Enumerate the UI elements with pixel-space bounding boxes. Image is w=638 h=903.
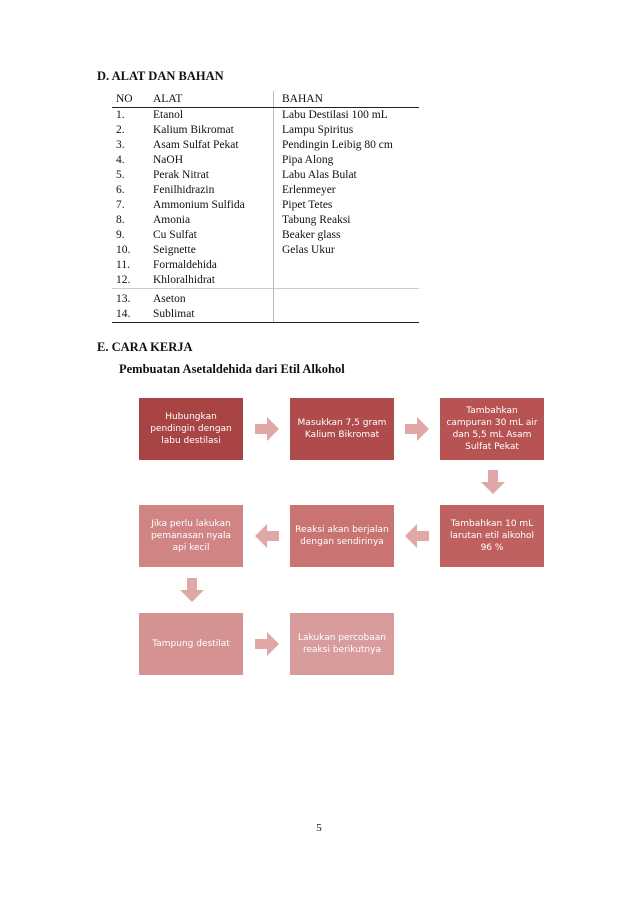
cell-alat: Perak Nitrat — [153, 168, 274, 183]
cell-bahan: Beaker glass — [282, 229, 341, 241]
header-bahan: BAHAN — [273, 91, 419, 108]
arrow-right-icon — [255, 632, 279, 656]
cell-alat: Kalium Bikromat — [153, 123, 274, 138]
cell-alat: Fenilhidrazin — [153, 183, 274, 198]
cell-bahan — [274, 258, 420, 273]
cell-bahan — [274, 273, 420, 289]
flow-step-7: Tampung destilat — [139, 613, 243, 675]
cell-alat: Cu Sulfat — [153, 228, 274, 243]
arrow-left-icon — [255, 524, 279, 548]
cell-no: 9. — [116, 229, 125, 241]
cell-alat: Khloralhidrat — [153, 273, 274, 289]
cell-alat: Seignette — [153, 243, 274, 258]
arrow-left-icon — [405, 524, 429, 548]
cell-no: 1. — [116, 109, 125, 121]
table-row: 9. Cu Sulfat Beaker glass — [112, 228, 419, 243]
cell-bahan: Tabung Reaksi — [282, 214, 351, 226]
cell-bahan: Labu Destilasi 100 mL — [282, 109, 388, 121]
table-row: 6. Fenilhidrazin Erlenmeyer — [112, 183, 419, 198]
cell-alat: Asam Sulfat Pekat — [153, 138, 274, 153]
arrow-right-icon — [405, 417, 429, 441]
flow-step-2: Masukkan 7,5 gram Kalium Bikromat — [290, 398, 394, 460]
cell-no: 7. — [116, 199, 125, 211]
table-row: 12. Khloralhidrat — [112, 273, 419, 289]
cell-no: 10. — [116, 244, 131, 256]
cell-no: 3. — [116, 139, 125, 151]
cell-no: 5. — [116, 169, 125, 181]
flow-step-8: Lakukan percobaan reaksi berikutnya — [290, 613, 394, 675]
table-header-row: NO ALAT BAHAN — [112, 91, 419, 108]
page-number: 5 — [316, 822, 322, 834]
cell-bahan — [273, 288, 419, 307]
cell-bahan: Labu Alas Bulat — [282, 169, 357, 181]
arrow-down-icon — [481, 470, 505, 494]
cell-bahan: Lampu Spiritus — [282, 124, 354, 136]
procedure-subtitle: Pembuatan Asetaldehida dari Etil Alkohol — [119, 362, 345, 376]
cell-alat: NaOH — [153, 153, 274, 168]
table-row: 4. NaOH Pipa Along — [112, 153, 419, 168]
section-e-title: E. CARA KERJA — [97, 340, 193, 354]
cell-bahan: Pipa Along — [282, 154, 334, 166]
cell-bahan: Erlenmeyer — [282, 184, 336, 196]
arrow-right-icon — [255, 417, 279, 441]
cell-alat: Etanol — [153, 107, 274, 123]
cell-alat: Amonia — [153, 213, 274, 228]
cell-bahan: Pendingin Leibig 80 cm — [282, 139, 393, 151]
cell-no: 4. — [116, 154, 125, 166]
materials-table: NO ALAT BAHAN 1. Etanol Labu Destilasi 100… — [112, 91, 419, 323]
cell-no: 8. — [116, 214, 125, 226]
table-row: 2. Kalium Bikromat Lampu Spiritus — [112, 123, 419, 138]
table-row: 14.Sublimat — [112, 307, 419, 323]
cell-no: 12. — [116, 274, 131, 286]
arrow-down-icon — [180, 578, 204, 602]
header-no: NO — [112, 91, 153, 108]
cell-alat: Formaldehida — [153, 258, 274, 273]
flow-step-5: Reaksi akan berjalan dengan sendirinya — [290, 505, 394, 567]
section-d-title: D. ALAT DAN BAHAN — [97, 69, 224, 83]
cell-no: 11. — [116, 259, 130, 271]
cell-no: 6. — [116, 184, 125, 196]
cell-no: 2. — [116, 124, 125, 136]
table-row: 13.Aseton — [112, 288, 419, 307]
table-row: 11. Formaldehida — [112, 258, 419, 273]
table-row: 8. Amonia Tabung Reaksi — [112, 213, 419, 228]
cell-no: 14. — [112, 307, 153, 323]
table-row: 5. Perak Nitrat Labu Alas Bulat — [112, 168, 419, 183]
table-row: 7. Ammonium Sulfida Pipet Tetes — [112, 198, 419, 213]
cell-bahan: Gelas Ukur — [282, 244, 335, 256]
flow-step-3: Tambahkan campuran 30 mL air dan 5,5 mL … — [440, 398, 544, 460]
flow-step-6: Jika perlu lakukan pemanasan nyala api k… — [139, 505, 243, 567]
table-row: 10. Seignette Gelas Ukur — [112, 243, 419, 258]
cell-alat: Sublimat — [153, 307, 274, 323]
table-row: 1. Etanol Labu Destilasi 100 mL — [112, 107, 419, 123]
cell-bahan: Pipet Tetes — [282, 199, 333, 211]
table-row: 3. Asam Sulfat Pekat Pendingin Leibig 80 c… — [112, 138, 419, 153]
flow-step-4: Tambahkan 10 mL larutan etil alkohol 96 … — [440, 505, 544, 567]
cell-alat: Aseton — [153, 288, 274, 307]
cell-bahan — [273, 307, 419, 323]
header-alat: ALAT — [153, 91, 274, 108]
cell-no: 13. — [112, 288, 153, 307]
flow-step-1: Hubungkan pendingin dengan labu destilas… — [139, 398, 243, 460]
cell-alat: Ammonium Sulfida — [153, 198, 274, 213]
